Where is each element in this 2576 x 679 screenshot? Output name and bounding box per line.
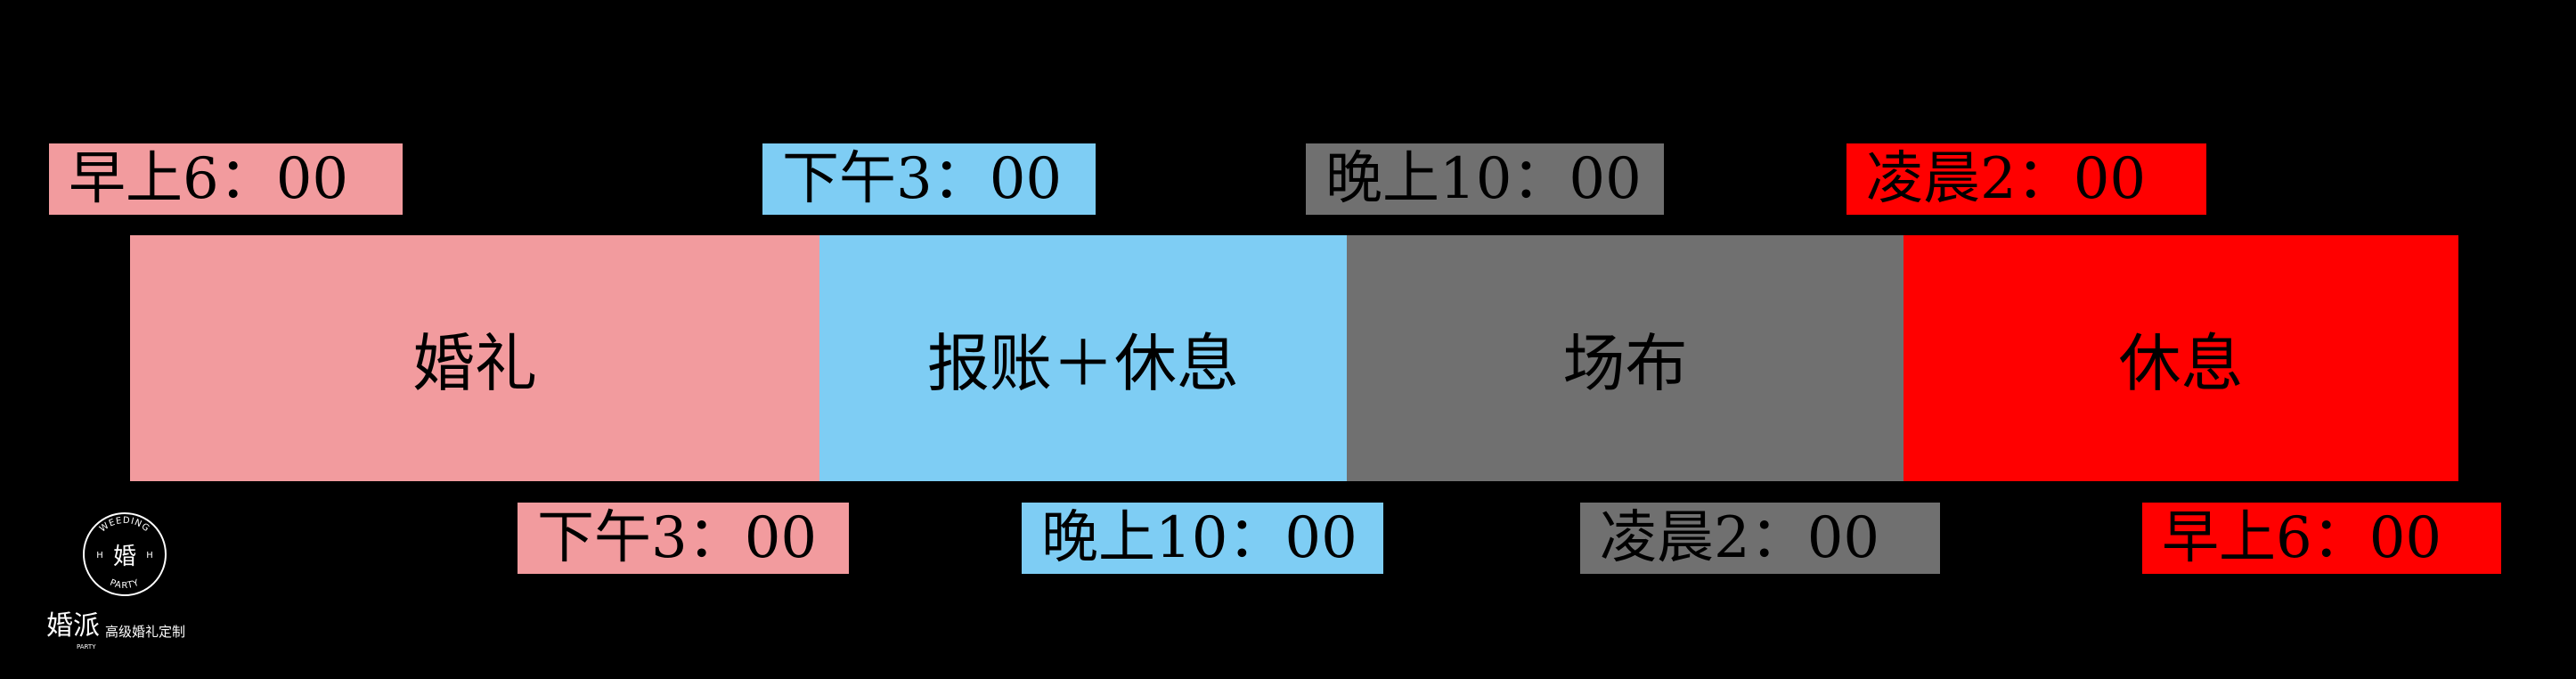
segment-accounting-rest: 报账＋休息: [819, 235, 1347, 481]
segment-wedding: 婚礼: [130, 235, 819, 481]
time-label-start-rest: 凌晨2：00: [1846, 143, 2206, 215]
brand-logo: WEEDING PARTY 婚 H H 婚派 PARTY 高级婚礼定制: [45, 504, 223, 656]
time-label-end-wedding: 下午3：00: [518, 503, 849, 574]
segment-setup: 场布: [1347, 235, 1903, 481]
logo-tagline: 高级婚礼定制: [105, 624, 185, 640]
time-label-end-accounting: 晚上10：00: [1022, 503, 1383, 574]
segment-rest: 休息: [1903, 235, 2458, 481]
logo-brand-sub: PARTY: [77, 643, 96, 650]
logo-side-left: H: [96, 551, 103, 560]
logo-ring-bottom: PARTY: [109, 578, 141, 592]
time-label-start-setup: 晚上10：00: [1306, 143, 1664, 215]
time-label-end-setup: 凌晨2：00: [1580, 503, 1940, 574]
logo-center-char: 婚: [113, 544, 136, 570]
time-label-start-accounting: 下午3：00: [762, 143, 1096, 215]
time-label-end-rest: 早上6：00: [2142, 503, 2501, 574]
logo-side-right: H: [146, 551, 153, 560]
logo-brand: 婚派: [46, 610, 100, 642]
svg-text:PARTY: PARTY: [109, 578, 142, 592]
logo-emblem-icon: WEEDING PARTY 婚 H H 婚派 PARTY 高级婚礼定制: [46, 512, 185, 650]
time-label-start-wedding: 早上6：00: [49, 143, 403, 215]
